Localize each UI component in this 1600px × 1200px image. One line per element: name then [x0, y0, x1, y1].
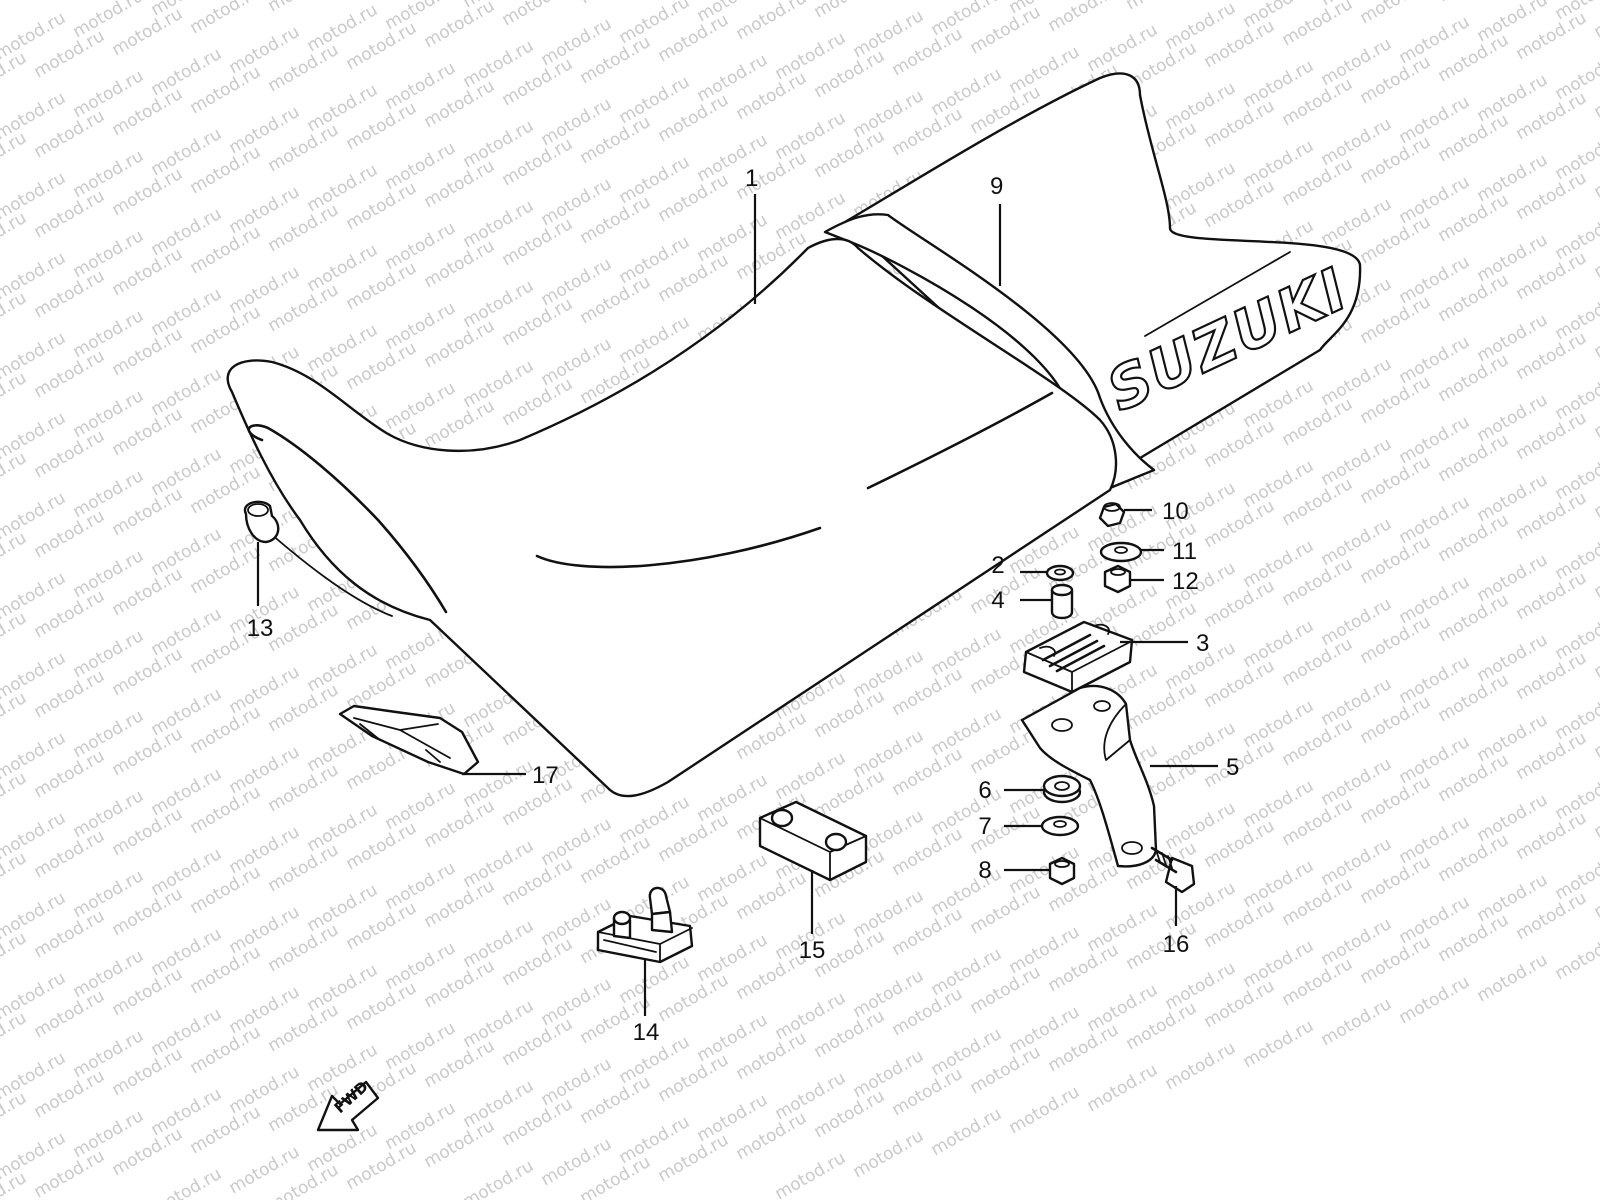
watermark-text: motod.ru — [0, 128, 30, 184]
watermark-text: motod.ru — [577, 0, 655, 8]
watermark-text: motod.ru — [0, 928, 30, 984]
watermark-text: motod.ru — [0, 208, 30, 264]
hardware-parts — [1020, 502, 1196, 894]
part-3-cushion — [1022, 620, 1134, 694]
callout-1: 1 — [745, 165, 758, 192]
watermark-text: motod.ru — [1162, 1038, 1240, 1094]
logo-underline — [1144, 251, 1291, 337]
watermark-text: motod.ru — [811, 0, 889, 22]
watermark-text: motod.ru — [1591, 0, 1600, 42]
callout-10: 10 — [1162, 498, 1189, 525]
callout-labels: 1 2 3 4 5 6 7 8 9 10 11 12 13 14 15 16 1… — [247, 165, 1240, 1046]
callout-5: 5 — [1226, 754, 1239, 781]
watermark-text: motod.ru — [0, 448, 30, 504]
part-14-rubber-block — [596, 886, 694, 964]
part-15-rubber-block — [758, 800, 868, 882]
watermark-text: motod.ru — [1045, 0, 1123, 36]
watermark-text: motod.ru — [0, 288, 30, 344]
watermark-text: motod.ru — [0, 48, 30, 104]
callout-4: 4 — [991, 587, 1004, 614]
small-parts — [243, 500, 868, 964]
part-17-pad — [338, 704, 480, 776]
callout-6: 6 — [978, 777, 991, 804]
seat-front-underside — [247, 424, 448, 614]
callout-9: 9 — [990, 173, 1003, 200]
callout-8: 8 — [978, 857, 991, 884]
watermark-text: motod.ru — [928, 1104, 1006, 1160]
watermark-text: motod.ru — [0, 768, 30, 824]
watermark-text: motod.ru — [1318, 994, 1396, 1050]
part-5-bracket — [1020, 684, 1158, 868]
watermark-text: motod.ru — [1474, 950, 1552, 1006]
callout-15: 15 — [799, 937, 826, 964]
callout-3: 3 — [1196, 630, 1209, 657]
watermark-text: motod.ru — [1084, 1060, 1162, 1116]
seat-assembly: SUZUKI — [226, 72, 1362, 798]
part-11-washer — [1099, 541, 1143, 563]
part-16-bolt — [1150, 846, 1196, 894]
callout-11: 11 — [1172, 538, 1197, 565]
seat-strap — [823, 213, 1156, 490]
watermark-text: motod.ru — [1006, 1082, 1084, 1138]
watermark-text: motod.ru — [850, 1126, 928, 1182]
seat-stitch-lower — [535, 526, 822, 569]
watermark-text: motod.ru — [1552, 928, 1600, 984]
watermark-text: motod.ru — [31, 0, 109, 2]
callout-7: 7 — [978, 813, 991, 840]
part-4-collar — [1050, 583, 1074, 620]
part-10-nut — [1098, 502, 1126, 528]
part-2-washer — [1045, 564, 1075, 582]
callout-2: 2 — [991, 552, 1004, 579]
watermark-text: motod.ru — [265, 0, 343, 16]
watermark-text: motod.ru — [1435, 0, 1513, 6]
seat-stitch-upper — [866, 391, 1054, 490]
watermark-text: motod.ru — [187, 0, 265, 38]
watermark-text: motod.ru — [1357, 0, 1435, 28]
leader-lines — [256, 194, 1218, 1016]
watermark-text: motod.ru — [0, 0, 30, 24]
watermark-text: motod.ru — [0, 368, 30, 424]
watermark-text: motod.ru — [148, 1164, 226, 1200]
part-6-grommet — [1042, 774, 1082, 804]
watermark-text: motod.ru — [0, 848, 30, 904]
watermark-text: motod.ru — [0, 1088, 30, 1144]
callout-12: 12 — [1172, 568, 1199, 595]
part-13-plug — [243, 500, 280, 544]
watermark-text: motod.ru — [460, 1156, 538, 1200]
watermark-text: motod.ru — [1396, 972, 1474, 1028]
watermark-text: motod.ru — [499, 0, 577, 30]
callout-13: 13 — [247, 615, 274, 642]
part-12-nut — [1103, 564, 1132, 594]
callout-16: 16 — [1163, 931, 1190, 958]
watermark-text: motod.ru — [0, 688, 30, 744]
watermark-text: motod.ru — [0, 1008, 30, 1064]
part-7-washer — [1040, 815, 1080, 837]
watermark-text: motod.ru — [0, 608, 30, 664]
watermark-text: motod.ru — [0, 528, 30, 584]
watermark-text: motod.ru — [733, 0, 811, 44]
callout-17: 17 — [532, 762, 559, 789]
watermark-text: motod.ru — [1240, 1016, 1318, 1072]
callout-14: 14 — [633, 1019, 660, 1046]
watermark-text: motod.ru — [1123, 0, 1201, 14]
watermark-text: motod.ru — [772, 1148, 850, 1200]
seat-rear-section — [843, 72, 1362, 474]
part-8-nut — [1048, 856, 1076, 886]
seat-front-section — [226, 237, 1118, 798]
